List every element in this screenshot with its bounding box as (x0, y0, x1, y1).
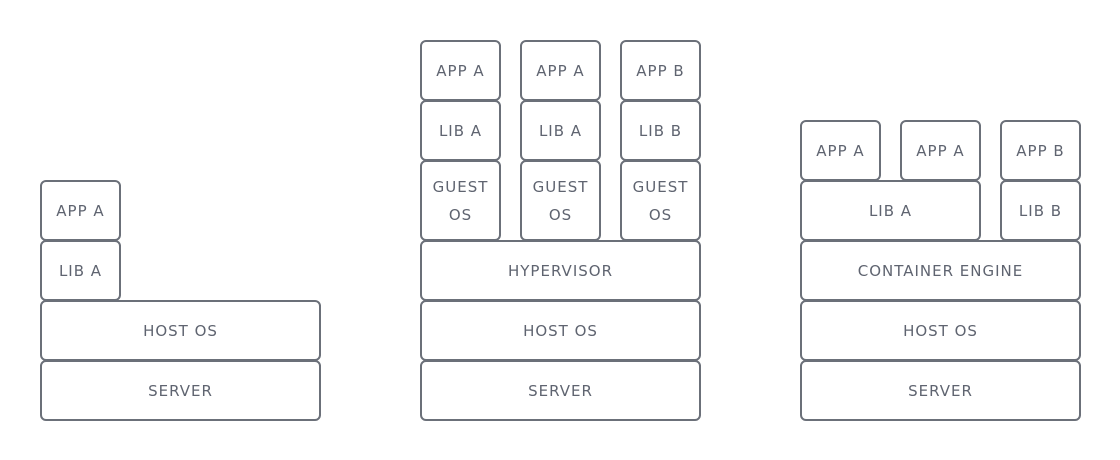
lib-a-box: LIB A (800, 180, 981, 241)
host-os-box: HOST OS (420, 300, 701, 361)
vm3-app-box: APP B (620, 40, 701, 101)
lib-b-box: LIB B (1000, 180, 1081, 241)
vm2-app-box: APP A (520, 40, 601, 101)
vm1-app-box: APP A (420, 40, 501, 101)
container-engine-box: CONTAINER ENGINE (800, 240, 1081, 301)
container2-app-box: APP A (900, 120, 981, 181)
hypervisor-box: HYPERVISOR (420, 240, 701, 301)
host-os-box: HOST OS (40, 300, 321, 361)
app-a-box: APP A (40, 180, 121, 241)
vm1-lib-box: LIB A (420, 100, 501, 161)
vm2-lib-box: LIB A (520, 100, 601, 161)
vm3-guest-os-box: GUEST OS (620, 160, 701, 241)
host-os-box: HOST OS (800, 300, 1081, 361)
container3-app-box: APP B (1000, 120, 1081, 181)
container1-app-box: APP A (800, 120, 881, 181)
lib-a-box: LIB A (40, 240, 121, 301)
vm2-guest-os-box: GUEST OS (520, 160, 601, 241)
server-box: SERVER (420, 360, 701, 421)
vm1-guest-os-box: GUEST OS (420, 160, 501, 241)
server-box: SERVER (40, 360, 321, 421)
server-box: SERVER (800, 360, 1081, 421)
vm3-lib-box: LIB B (620, 100, 701, 161)
